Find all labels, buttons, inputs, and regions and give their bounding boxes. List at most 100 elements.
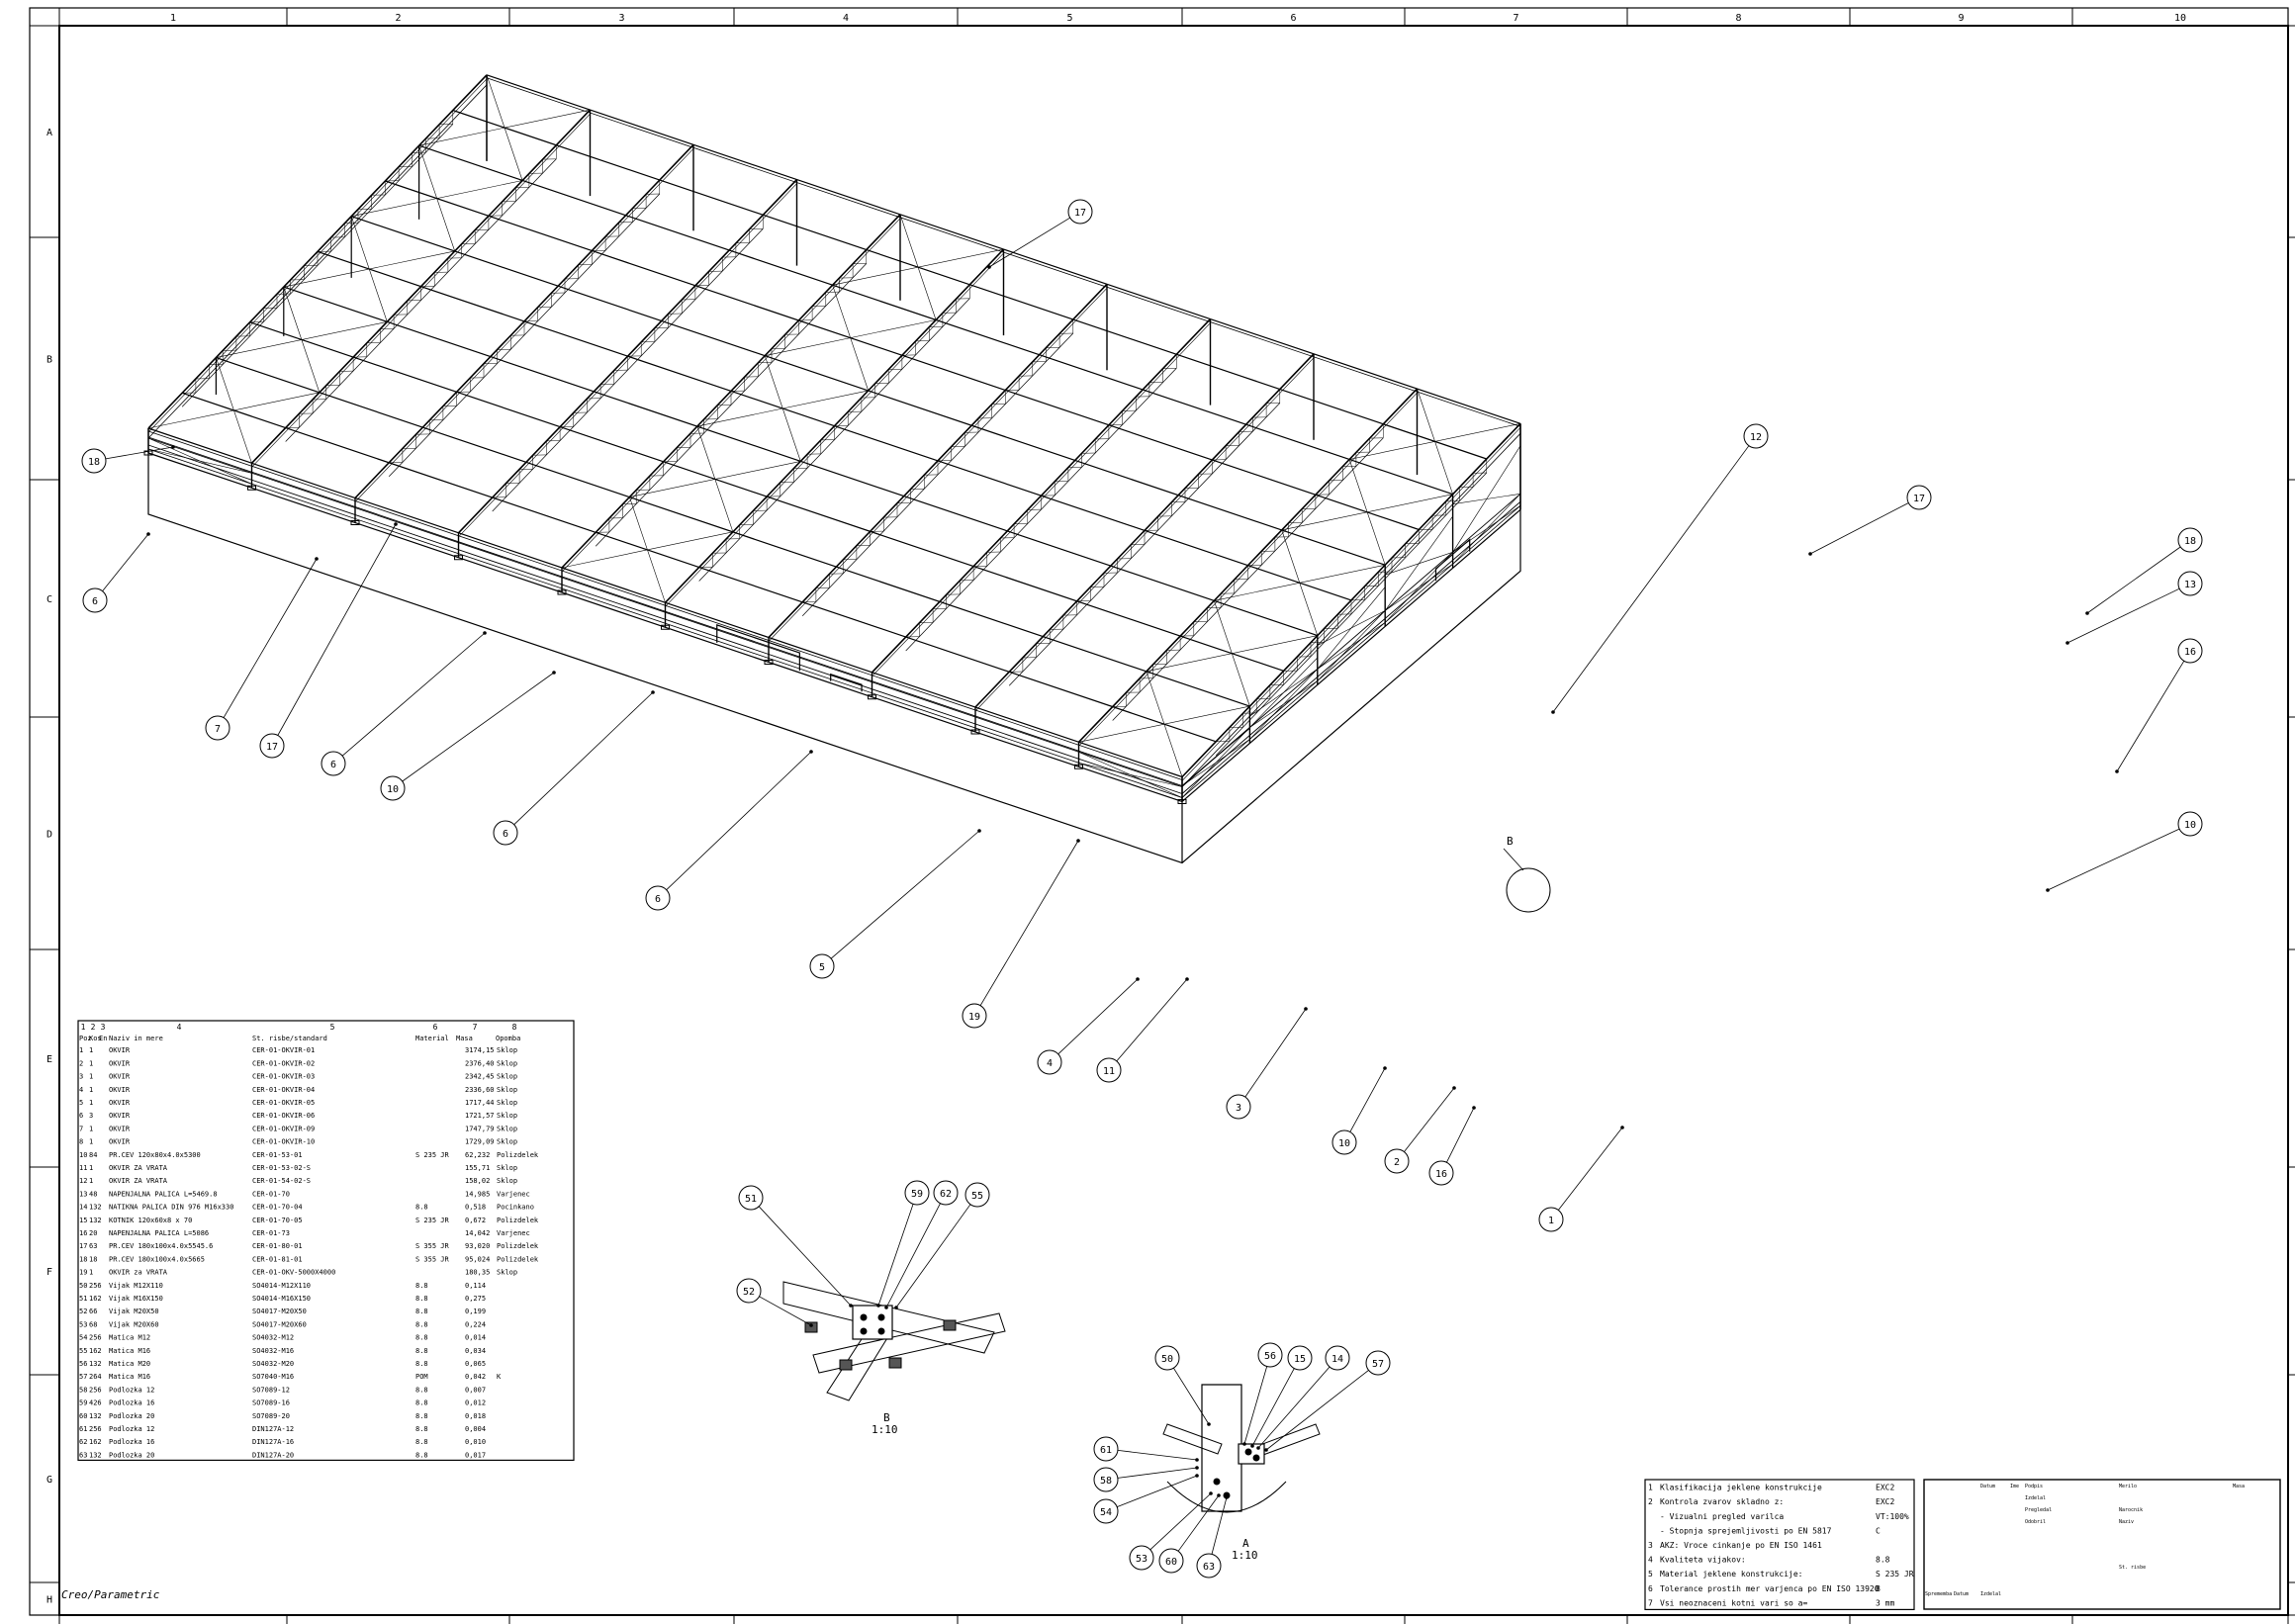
- note-value: C: [1876, 1526, 1881, 1535]
- balloon-label: 6: [655, 894, 661, 905]
- detail-a-brace-left: [1162, 1423, 1223, 1455]
- row-qty: 132: [89, 1360, 102, 1368]
- row-drawing: SO4014-M12X110: [252, 1282, 311, 1290]
- row-mass: 2376,40: [465, 1059, 495, 1067]
- row-material: 8.8: [415, 1425, 428, 1433]
- connection-details: [782, 1281, 1321, 1513]
- balloon-circle: [1129, 1545, 1154, 1571]
- column-base-plate: [350, 520, 360, 525]
- detail-a-scale: 1:10: [1232, 1549, 1258, 1562]
- balloon-label: 57: [1372, 1359, 1384, 1370]
- row-name: Podlozka 16: [109, 1399, 154, 1407]
- row-drawing: DIN127A-20: [252, 1451, 294, 1459]
- leader-dot: [1264, 1448, 1268, 1452]
- balloon-circle: [1093, 1436, 1119, 1462]
- row-pos: 12: [79, 1177, 87, 1185]
- row-mass: 1717,44: [465, 1099, 495, 1107]
- row-qty: 48: [89, 1190, 97, 1198]
- title-label: Ime: [2010, 1484, 2019, 1489]
- row-material: POM: [415, 1373, 428, 1381]
- row-note: Polizdelek: [497, 1151, 539, 1159]
- row-mass: 0,114: [465, 1282, 486, 1290]
- row-note: Sklop: [497, 1046, 517, 1054]
- row-mass: 1747,79: [465, 1125, 495, 1132]
- note-number: 5: [1648, 1570, 1653, 1579]
- leader-lines: [102, 217, 2185, 1555]
- leader-dot: [1136, 977, 1140, 981]
- row-material: 8.8: [415, 1282, 428, 1290]
- leader-dot: [1207, 1422, 1211, 1426]
- row-name: Vijak M16X150: [109, 1295, 163, 1303]
- row-pos: 51: [79, 1295, 87, 1303]
- row-name: Matica M16: [109, 1373, 150, 1381]
- note-text: Material jeklene konstrukcije:: [1660, 1570, 1803, 1579]
- leader-dot: [2046, 888, 2050, 892]
- row-drawing: CER-01-OKVIR-03: [252, 1073, 315, 1081]
- title-label: Pregledal: [2025, 1507, 2052, 1513]
- row-qty: 1: [89, 1059, 93, 1067]
- note-value: 3 mm: [1876, 1598, 1894, 1607]
- balloon-circle: [2177, 811, 2203, 837]
- row-qty: 1: [89, 1086, 93, 1094]
- balloon-label: 11: [1103, 1066, 1115, 1077]
- row-pos: 3: [79, 1073, 83, 1081]
- balloon-circle: [964, 1182, 990, 1208]
- row-drawing: SO4014-M16X150: [252, 1295, 311, 1303]
- leader-dot: [1225, 1495, 1229, 1499]
- note-number: 3: [1648, 1541, 1653, 1550]
- balloon-circle: [380, 775, 406, 801]
- table-header: St. risbe/standard: [252, 1035, 327, 1042]
- row-drawing: CER-01-81-01: [252, 1255, 303, 1263]
- row-drawing: CER-01-OKVIR-06: [252, 1112, 315, 1120]
- row-material: 8.8: [415, 1347, 428, 1355]
- row-note: Sklop: [497, 1125, 517, 1132]
- row-material: S 355 JR: [415, 1255, 450, 1263]
- detail-b-beam: [782, 1281, 995, 1354]
- leader-dot: [1620, 1126, 1624, 1129]
- balloon-circle: [1331, 1129, 1357, 1155]
- leader-dot: [1185, 977, 1189, 981]
- door-frame-large: [716, 624, 800, 672]
- row-mass: 0,010: [465, 1438, 486, 1446]
- row-qty: 256: [89, 1425, 102, 1433]
- detail-b-beam-2: [812, 1312, 1006, 1374]
- balloon-circle: [81, 448, 107, 474]
- row-pos: 8: [79, 1138, 83, 1146]
- title-block-border: [1923, 1479, 2281, 1610]
- row-mass: 0,004: [465, 1425, 486, 1433]
- leader-dot: [651, 690, 655, 694]
- row-qty: 132: [89, 1204, 102, 1212]
- detail-b-connector: [839, 1359, 853, 1371]
- col-label: 7: [1513, 13, 1518, 24]
- row-drawing: SO4017-M20X50: [252, 1308, 307, 1315]
- table-header: Kos: [89, 1035, 102, 1042]
- col-label: 2: [395, 13, 401, 24]
- table-col-number: 1: [81, 1023, 86, 1032]
- row-name: Podlozka 16: [109, 1438, 154, 1446]
- row-mass: 0,275: [465, 1295, 486, 1303]
- column-base-plate: [454, 555, 463, 561]
- balloon-circle: [645, 885, 671, 911]
- balloon-circle: [1096, 1057, 1122, 1083]
- row-qty: 1: [89, 1073, 93, 1081]
- column-base-plate: [868, 694, 876, 700]
- note-text: Tolerance prostih mer varjenca po EN ISO…: [1660, 1584, 1880, 1593]
- detail-a-column: [1201, 1384, 1242, 1512]
- balloon-label: 13: [2184, 580, 2196, 590]
- row-pos: 59: [79, 1399, 87, 1407]
- leader-dot: [977, 829, 981, 833]
- row-drawing: SO7089-16: [252, 1399, 290, 1407]
- detail-b-bolt: [877, 1327, 885, 1335]
- balloon-circle: [738, 1185, 764, 1211]
- row-mass: 62,232: [465, 1151, 490, 1159]
- note-text: - Vizualni pregled varilca: [1660, 1512, 1784, 1521]
- row-mass: 93,020: [465, 1242, 490, 1250]
- balloon-circle: [809, 953, 835, 979]
- col-label: 6: [1290, 13, 1296, 24]
- table-header: En: [99, 1035, 107, 1042]
- detail-b-circle: [1506, 867, 1551, 913]
- balloon-label: 14: [1331, 1354, 1343, 1365]
- leader-dot: [1808, 552, 1812, 556]
- row-qty: 84: [89, 1151, 97, 1159]
